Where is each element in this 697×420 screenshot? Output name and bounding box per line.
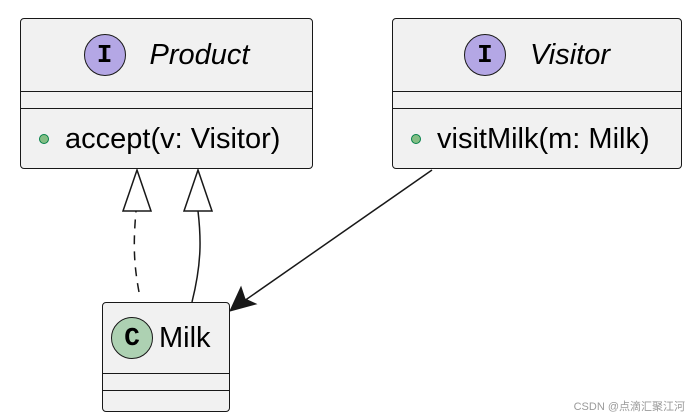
product-separator-methods (21, 108, 312, 109)
visitor-method-signature: visitMilk(m: Milk) (437, 122, 650, 155)
visitor-separator-methods (393, 108, 681, 109)
product-stereotype-letter: I (96, 40, 113, 70)
public-visibility-icon (411, 134, 421, 144)
edge-milk-product-generalization (191, 210, 201, 303)
hollow-triangle-arrowhead-generalization (182, 167, 214, 212)
public-visibility-icon (39, 134, 49, 144)
edge-milk-product-realization (133, 210, 140, 293)
product-method-signature: accept(v: Visitor) (65, 122, 281, 155)
visitor-method-visitmilk: visitMilk(m: Milk) (393, 109, 681, 168)
milk-class-node[interactable]: C Milk (102, 302, 230, 412)
watermark: CSDN @点滴汇聚江河 (573, 401, 685, 413)
milk-fields-compartment (103, 374, 229, 390)
visitor-fields-compartment (393, 92, 681, 108)
class-stereotype-icon: C (111, 317, 153, 359)
visitor-interface-node[interactable]: I Visitor visitMilk(m: Milk) (392, 18, 682, 169)
product-name: Product (149, 38, 250, 71)
milk-separator-fields (103, 373, 229, 374)
product-method-accept: accept(v: Visitor) (21, 109, 312, 168)
visitor-name: Visitor (529, 38, 611, 71)
product-fields-compartment (21, 92, 312, 108)
interface-stereotype-icon: I (83, 34, 126, 76)
edge-visitor-milk-dependency (233, 169, 433, 309)
milk-stereotype-letter: C (124, 323, 140, 353)
milk-methods-compartment (103, 391, 229, 411)
interface-stereotype-icon: I (463, 34, 506, 76)
milk-separator-methods (103, 390, 229, 391)
visitor-stereotype-letter: I (477, 40, 493, 70)
milk-header: C Milk (103, 303, 229, 373)
product-header: I Product (21, 19, 312, 91)
open-arrowhead-dependency (229, 285, 258, 312)
visitor-separator-fields (393, 91, 681, 92)
product-separator-fields (21, 91, 312, 92)
visitor-header: I Visitor (393, 19, 681, 91)
product-interface-node[interactable]: I Product accept(v: Visitor) (20, 18, 313, 169)
hollow-triangle-arrowhead-realization (121, 167, 153, 212)
milk-name: Milk (159, 321, 211, 354)
